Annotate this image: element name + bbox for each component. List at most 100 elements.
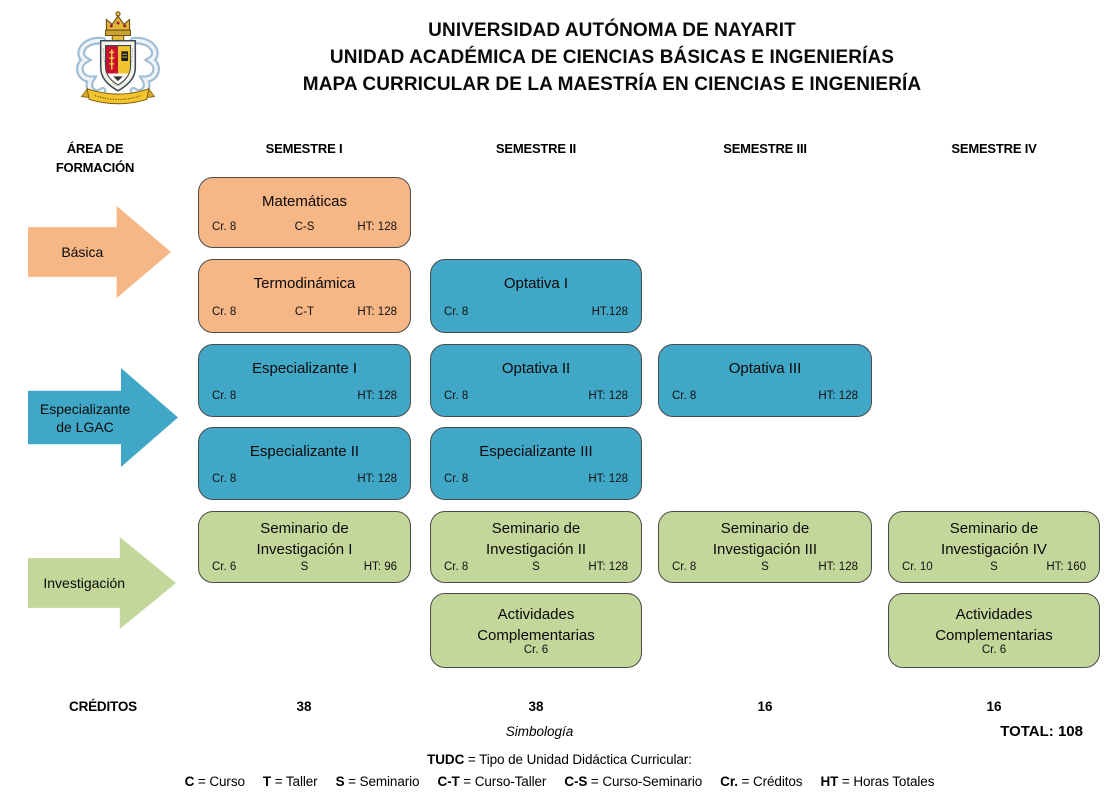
legend-meaning: Curso-Taller xyxy=(474,774,547,789)
course-title-line: Investigación II xyxy=(485,541,587,558)
course-title-line: Actividades xyxy=(955,606,1033,623)
course-title: Termodinámica xyxy=(203,273,406,294)
credits-value-semestre-3: 16 xyxy=(757,699,773,714)
column-header-area-de-formacion: ÁREA DE FORMACIÓN xyxy=(28,139,162,177)
course-title-line: Complementarias xyxy=(477,627,595,644)
course-title-line: Seminario de xyxy=(260,520,349,537)
course-title-line: Optativa III xyxy=(728,360,802,377)
legend-equals: = xyxy=(587,774,603,789)
university-crest-logo xyxy=(68,10,168,110)
course-title-line: Investigación III xyxy=(712,541,818,558)
legend-equals: = xyxy=(838,774,854,789)
legend-equals: = xyxy=(194,774,210,789)
course-title-line: Seminario de xyxy=(491,520,581,537)
credits-row-label: CRÉDITOS xyxy=(69,699,137,714)
legend-item-c-t: C-T = Curso-Taller xyxy=(437,774,546,789)
legend-item-c-s: C-S = Curso-Seminario xyxy=(564,774,702,789)
course-title: Especializante III xyxy=(435,441,637,462)
course-total-hours: HT: 128 xyxy=(588,473,628,485)
course-tudc: C-T xyxy=(294,306,315,318)
course-tudc: S xyxy=(532,561,540,573)
title-line-2: UNIDAD ACADÉMICA DE CIENCIAS BÁSICAS E I… xyxy=(329,47,895,68)
legend-equals: = xyxy=(737,774,753,789)
credits-value-semestre-4: 16 xyxy=(986,699,1002,714)
legend-abbr: C-T xyxy=(437,774,460,789)
course-box-especializante-i-s1: Especializante I Cr. 8 HT: 128 xyxy=(198,344,411,417)
area-label-basica: Básica xyxy=(31,243,134,261)
course-credits: Cr. 8 xyxy=(444,390,469,402)
area-label-line: Especializante xyxy=(39,400,131,417)
course-title-line: Seminario de xyxy=(720,520,810,537)
course-box-optativa-ii-s2: Optativa II Cr. 8 HT: 128 xyxy=(430,344,642,417)
legend-item-c: C = Curso xyxy=(185,774,245,789)
legend-abbr: S xyxy=(335,774,345,789)
title-line-1: UNIVERSIDAD AUTÓNOMA DE NAYARIT xyxy=(428,20,796,41)
course-tudc: C-S xyxy=(294,221,315,233)
course-total-hours: HT: 128 xyxy=(818,561,858,573)
symbology-title: Simbología xyxy=(505,724,574,739)
legend-meaning: Horas Totales xyxy=(853,774,935,789)
area-header-line-2: FORMACIÓN xyxy=(55,160,135,175)
course-total-hours: HT: 128 xyxy=(357,473,397,485)
column-header-semestre-iv: SEMESTRE IV xyxy=(951,141,1037,156)
course-title-line: Complementarias xyxy=(935,627,1053,644)
course-title: Especializante I xyxy=(203,358,406,379)
legend-meaning: Créditos xyxy=(752,774,803,789)
course-credits: Cr. 8 xyxy=(212,306,237,318)
legend-item-t: T = Taller xyxy=(263,774,318,789)
course-total-hours: HT: 96 xyxy=(363,561,397,573)
course-title: Seminario de Investigación III xyxy=(663,518,867,560)
course-box-seminario-de-investigacion-ii-s2: Seminario de Investigación II Cr. 8 S HT: 12… xyxy=(430,511,642,583)
credits-value-semestre-1: 38 xyxy=(296,699,312,714)
course-title-line: Matemáticas xyxy=(261,193,348,210)
course-total-hours: HT: 128 xyxy=(588,561,628,573)
course-total-hours: HT: 128 xyxy=(357,390,397,402)
credits-value-semestre-2: 38 xyxy=(528,699,544,714)
crest-graphic xyxy=(76,11,160,105)
legend-equals: = xyxy=(271,774,286,789)
course-credits: Cr. 6 xyxy=(981,644,1007,656)
legend-meaning: Curso-Seminario xyxy=(602,774,703,789)
area-label-line: Investigación xyxy=(43,575,126,591)
legend-tudc-text: = Tipo de Unidad Didáctica Curricular: xyxy=(464,752,692,767)
legend-abbr: T xyxy=(262,774,272,789)
legend-abbr: Cr. xyxy=(720,774,738,789)
legend-abbr: HT xyxy=(820,774,839,789)
course-tudc: S xyxy=(300,561,309,573)
legend-abbr: C-S xyxy=(564,774,588,789)
page-title: UNIVERSIDAD AUTÓNOMA DE NAYARIT UNIDAD A… xyxy=(105,17,1119,98)
course-total-hours: HT: 128 xyxy=(588,390,628,402)
course-title: Optativa II xyxy=(435,358,637,379)
area-label-line: Básica xyxy=(61,244,104,260)
legend-item-cr: Cr. = Créditos xyxy=(720,774,802,789)
legend-meaning: Curso xyxy=(209,774,245,789)
area-arrow-investigacion: Investigación xyxy=(28,537,176,629)
course-credits: Cr. 6 xyxy=(212,561,237,573)
course-title-line: Especializante III xyxy=(479,443,593,460)
course-title-line: Especializante I xyxy=(251,360,358,377)
course-credits: Cr. 8 xyxy=(212,390,237,402)
legend-item-ht: HT = Horas Totales xyxy=(820,774,934,789)
course-total-hours: HT.128 xyxy=(591,306,628,318)
course-title-line: Optativa II xyxy=(501,360,571,377)
course-credits: Cr. 8 xyxy=(212,221,237,233)
course-title-line: Actividades xyxy=(497,606,575,623)
course-credits: Cr. 8 xyxy=(444,561,469,573)
course-title-line: Investigación I xyxy=(256,541,353,558)
course-title-line: Optativa I xyxy=(503,275,569,292)
area-header-line-1: ÁREA DE xyxy=(66,141,124,156)
course-total-hours: HT: 128 xyxy=(357,306,397,318)
column-header-semestre-i: SEMESTRE I xyxy=(265,141,343,156)
course-title-line: Termodinámica xyxy=(253,275,356,292)
